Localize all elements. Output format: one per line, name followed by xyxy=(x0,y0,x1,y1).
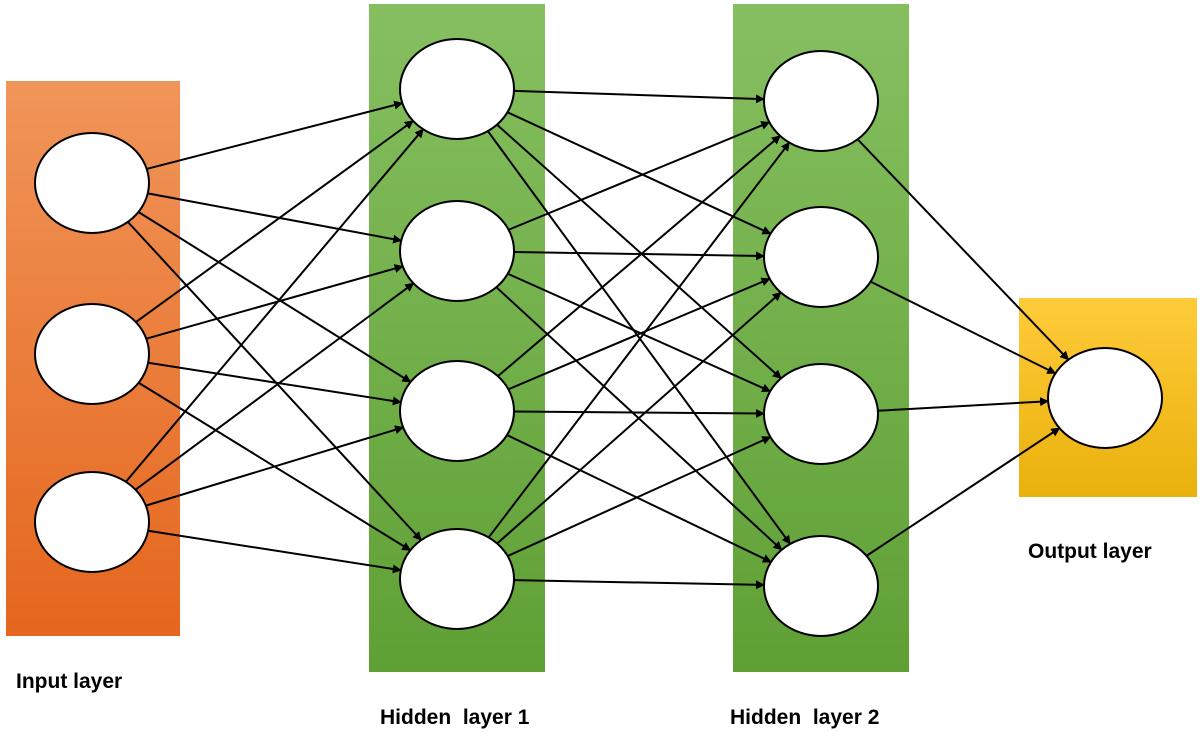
connection-input-2-to-h1-0 xyxy=(125,128,424,483)
connection-h1-0-to-h2-1 xyxy=(507,111,772,235)
h1-neuron-3 xyxy=(399,360,515,462)
connection-input-2-to-h1-1 xyxy=(134,282,415,491)
connection-h2-1-to-output-0 xyxy=(870,280,1057,375)
connection-h1-2-to-h2-0 xyxy=(497,135,781,377)
connection-input-0-to-h1-3 xyxy=(127,221,422,541)
output-neuron-1 xyxy=(1047,347,1163,449)
h2-neuron-3 xyxy=(763,363,879,465)
input-layer-label: Input layer xyxy=(16,670,123,693)
connection-h2-2-to-output-0 xyxy=(877,397,1050,412)
connection-input-2-to-h1-2 xyxy=(145,425,405,507)
connection-input-0-to-h1-1 xyxy=(147,192,403,244)
connection-h1-1-to-h2-1 xyxy=(513,250,765,261)
h2-neuron-4 xyxy=(763,535,879,637)
connection-input-0-to-h1-2 xyxy=(137,211,412,383)
h2-neuron-2 xyxy=(763,206,879,308)
h1-neuron-4 xyxy=(399,528,515,630)
connection-h2-3-to-output-0 xyxy=(865,427,1061,557)
h1-neuron-2 xyxy=(399,200,515,302)
input-neuron-2 xyxy=(34,303,150,405)
connection-input-2-to-h1-3 xyxy=(147,529,402,574)
hidden-layer-2-label: Hidden layer 2 xyxy=(730,706,880,729)
connection-input-1-to-h1-1 xyxy=(145,264,404,340)
h1-neuron-1 xyxy=(399,38,515,140)
hidden-layer-1-label: Hidden layer 1 xyxy=(380,706,530,729)
input-neuron-3 xyxy=(34,471,150,573)
connection-h1-1-to-h2-2 xyxy=(507,272,772,393)
connection-h2-0-to-output-0 xyxy=(856,138,1070,361)
connection-h1-3-to-h2-0 xyxy=(487,141,791,539)
connection-h1-0-to-h2-0 xyxy=(513,89,765,104)
connection-h1-1-to-h2-0 xyxy=(508,121,771,231)
connection-h1-3-to-h2-3 xyxy=(513,579,765,590)
connection-h1-2-to-h2-1 xyxy=(507,277,771,391)
connection-h1-0-to-h2-3 xyxy=(487,130,791,545)
input-neuron-1 xyxy=(34,132,150,234)
output-layer-label: Output layer xyxy=(1028,540,1152,563)
connection-h1-2-to-h2-2 xyxy=(513,408,765,418)
connection-input-1-to-h1-0 xyxy=(135,120,414,323)
connection-h1-3-to-h2-2 xyxy=(507,436,772,557)
connection-h1-0-to-h2-2 xyxy=(496,123,782,380)
h2-neuron-1 xyxy=(763,50,879,152)
connection-input-0-to-h1-0 xyxy=(146,100,404,170)
connection-input-1-to-h1-2 xyxy=(147,361,402,406)
connection-h1-3-to-h2-1 xyxy=(496,291,782,545)
